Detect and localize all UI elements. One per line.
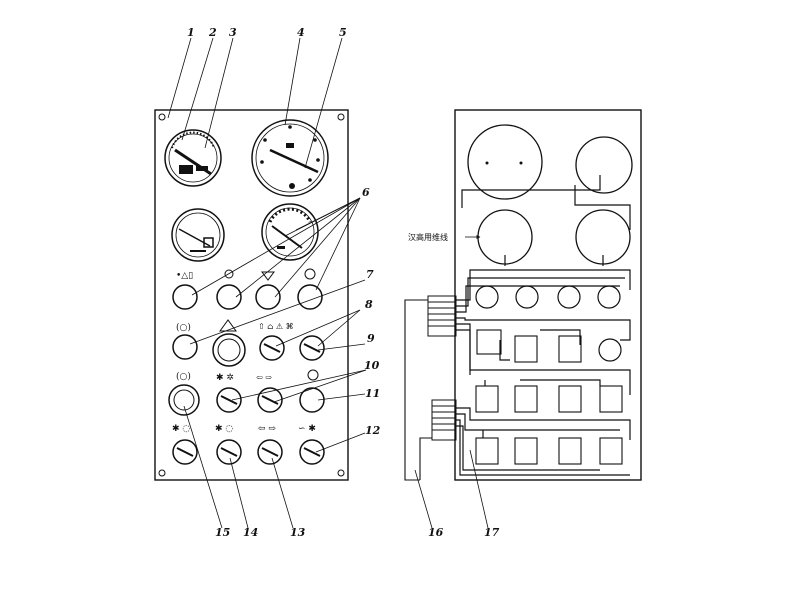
svg-text:⇦ ⇨: ⇦ ⇨ <box>256 373 272 382</box>
back-panel: 汉高用维线 <box>404 109 642 529</box>
tachometer-gauge <box>261 203 319 261</box>
callout-17: 17 <box>484 526 500 539</box>
callout-6: 6 <box>362 186 370 199</box>
callout-10: 10 <box>364 359 380 372</box>
brake-lamp <box>168 384 200 416</box>
svg-text:⇧ ⌂ ⚠ ⌘: ⇧ ⌂ ⚠ ⌘ <box>258 322 294 331</box>
rotary-switch <box>216 439 242 465</box>
connector-blocks <box>427 295 457 441</box>
mount-hole <box>337 113 345 121</box>
callout-11: 11 <box>365 387 380 400</box>
callout-2: 2 <box>208 26 217 39</box>
indicator-lamp <box>255 284 281 310</box>
wiring-label: 汉高用维线 <box>408 232 448 242</box>
callout-numbers: 1 2 3 4 5 6 7 8 9 10 11 12 13 14 15 16 1… <box>187 26 500 539</box>
indicator-lamp <box>172 284 198 310</box>
indicator-lamp <box>297 284 323 310</box>
callout-14: 14 <box>243 526 258 539</box>
rotary-switch <box>257 387 283 413</box>
callout-12: 12 <box>365 424 381 437</box>
svg-text:(○): (○) <box>176 371 191 382</box>
front-panel: •△▯ (○) ⇧ ⌂ ⚠ ⌘ (○) <box>154 37 367 529</box>
mount-hole <box>337 469 345 477</box>
rotary-switch <box>299 335 325 361</box>
callout-3: 3 <box>229 26 237 39</box>
cable-bundle <box>404 299 432 481</box>
fuel-gauge <box>171 208 225 262</box>
svg-text:∽ ✱: ∽ ✱ <box>298 424 316 434</box>
svg-text:⇦ ⇨: ⇦ ⇨ <box>258 424 276 434</box>
rotary-switch <box>259 335 285 361</box>
gauge-back <box>467 124 543 200</box>
rotary-switch <box>299 439 325 465</box>
voltage-gauge <box>164 129 222 187</box>
indicator-lamp <box>172 334 198 360</box>
gauge-back <box>575 136 633 194</box>
rotary-switch <box>216 387 242 413</box>
wiring-harness <box>455 175 631 476</box>
switch-modules <box>475 329 623 465</box>
indicator-row-2: (○) ⇧ ⌂ ⚠ ⌘ <box>172 319 325 367</box>
callout-1: 1 <box>187 26 195 39</box>
back-plate <box>454 109 642 481</box>
svg-text:✱ ✲: ✱ ✲ <box>216 373 234 383</box>
indicator-row-1: •△▯ <box>172 268 323 310</box>
callout-7: 7 <box>366 268 374 281</box>
mount-hole <box>158 113 166 121</box>
svg-text:✱ ◌: ✱ ◌ <box>215 424 233 434</box>
indicator-row-4: ✱ ◌ ✱ ◌ ⇦ ⇨ ∽ ✱ <box>172 424 325 465</box>
callout-5: 5 <box>339 26 347 39</box>
callout-16: 16 <box>428 526 444 539</box>
symbol-icon: •△▯ <box>176 271 193 281</box>
rotary-switch <box>299 387 325 413</box>
svg-text:(○): (○) <box>176 322 191 333</box>
indicator-lamp <box>216 284 242 310</box>
rotary-switch <box>172 439 198 465</box>
mount-hole <box>158 469 166 477</box>
rotary-switch <box>257 439 283 465</box>
callout-8: 8 <box>365 298 373 311</box>
callout-9: 9 <box>367 332 375 345</box>
speedometer-gauge <box>251 119 329 197</box>
leader-lines-left <box>167 37 367 529</box>
indicator-row-3: (○) ✱ ✲ ⇦ ⇨ <box>168 369 325 416</box>
callout-15: 15 <box>215 526 230 539</box>
hazard-switch <box>212 333 246 367</box>
callout-13: 13 <box>290 526 306 539</box>
leader-lines-right <box>414 449 489 529</box>
svg-text:✱ ◌: ✱ ◌ <box>172 424 190 434</box>
callout-4: 4 <box>297 26 305 39</box>
